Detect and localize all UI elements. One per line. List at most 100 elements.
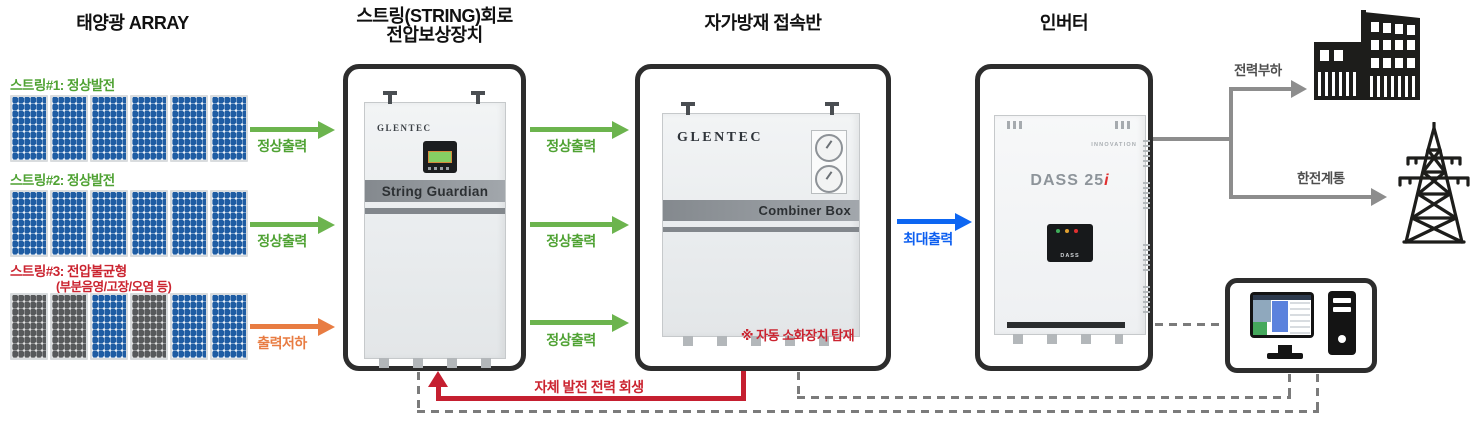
cabinet-feet [379,358,491,368]
cabinet-stripe [663,227,859,232]
guardian-title-line2: 전압보상장치 [386,25,483,45]
max-output-arrowhead [955,213,972,231]
dashboard-screen-icon [1253,295,1311,335]
grid-line [1229,195,1371,199]
solar-panel-blue [130,190,168,257]
heatsink-icon [1143,140,1150,168]
cabinet-feet [1013,334,1123,344]
mount-bolt-icon [383,91,397,104]
recovery-line-down [741,371,746,401]
solar-panel-blue [210,95,248,162]
guardian-output-arrow-3 [530,320,612,325]
load-arrowhead [1291,80,1307,98]
combiner-model-band: Combiner Box [663,200,859,221]
string-1-label: 스트링#1: 정상발전 [10,78,115,93]
combiner-brand-logo: GLENTEC [677,130,763,145]
inverter-display-icon: DASS [1047,224,1093,262]
monitoring-box [1225,278,1377,373]
heatsink-icon [1143,182,1150,210]
string-1-output-arrowhead [318,121,335,139]
comm-line-guardian-drop [417,372,420,413]
solar-panel-blue [170,190,208,257]
string-guardian-box: GLENTEC String Guardian [343,64,526,371]
pc-slot [1333,298,1351,303]
solar-panel-blue [130,95,168,162]
recovery-line-horizontal [436,396,746,401]
dashboard-tile [1272,301,1288,332]
inverter-display-brand: DASS [1060,253,1080,259]
heatsink-icon [1143,286,1150,314]
combiner-device: GLENTEC Combiner Box [662,102,860,346]
monitor-base-icon [1267,353,1303,359]
guardian-output-label-1: 정상출력 [546,138,596,154]
inverter-model-suffix: i [1104,172,1110,189]
comm-line-monitor-drop-right [1316,374,1319,413]
combiner-box: GLENTEC Combiner Box ※ 자동 소화장치 탑재 [635,64,891,371]
inverter-output-line [1153,137,1233,141]
string-3-sublabel: (부분음영/고장/오염 등) [56,280,172,294]
string-3-panels [10,293,248,360]
inverter-base [1007,322,1125,328]
string-2-arrow-label: 정상출력 [257,233,307,249]
guardian-output-arrowhead-3 [612,314,629,332]
comm-line-combiner-horizontal [797,396,1291,399]
dashboard-tile [1253,300,1271,322]
mount-bolt-icon [681,102,695,115]
guardian-output-arrow-1 [530,127,612,132]
comm-line-inverter-monitor [1155,323,1225,326]
guardian-output-label-3: 정상출력 [546,332,596,348]
monitoring-computer-icon [1250,292,1314,338]
grid-label: 한전계통 [1297,171,1345,186]
solar-panel-blue [10,190,48,257]
dashboard-header [1253,295,1311,300]
guardian-output-arrowhead-1 [612,121,629,139]
solar-panel-blue [170,95,208,162]
pressure-gauge-icon [815,134,843,162]
monitor-stand-icon [1278,345,1292,353]
mount-bolt-icon [471,91,485,104]
pc-tower-icon [1328,291,1356,355]
max-output-arrow [897,219,955,224]
array-title: 태양광 ARRAY [76,13,189,33]
cabinet-stripe [365,208,505,214]
solar-panel-blue [170,293,208,360]
pressure-gauge-icon [815,165,843,193]
guardian-brand-logo: GLENTEC [377,123,432,133]
solar-panel-blue [90,293,128,360]
solar-panel-blue [210,293,248,360]
string-1-output-arrow [250,127,318,132]
string-1-panels [10,95,248,162]
pc-power-button-icon [1338,335,1346,343]
distribution-riser-line [1229,87,1233,199]
solar-panel-blue [90,95,128,162]
guardian-title-line1: 스트링(STRING)회로 [356,6,513,26]
guardian-output-arrowhead-2 [612,216,629,234]
comm-line-monitor-drop-left [1288,374,1291,399]
comm-line-guardian-horizontal [417,410,1319,413]
string-1-arrow-label: 정상출력 [257,138,307,154]
guardian-model-band: String Guardian [365,180,505,202]
cabinet-feet [683,336,839,346]
inverter-title: 인버터 [1039,13,1089,33]
solar-panel-gray [50,293,88,360]
recovery-label: 자체 발전 전력 회생 [534,379,644,395]
recovery-arrowhead [428,371,448,387]
lcd-screen-icon [428,151,452,163]
inverter-model-logo: DASS 25i [995,172,1145,190]
guardian-title: 스트링(STRING)회로 전압보상장치 [336,7,533,45]
string-2-panels [10,190,248,257]
pc-slot [1333,307,1351,312]
inverter-box: INNOVATION DASS 25i DASS [975,64,1153,371]
transmission-tower-icon [1398,122,1470,244]
vent-icon [1007,121,1025,129]
string-2-output-arrow [250,222,318,227]
load-label: 전력부하 [1234,63,1282,78]
mount-bolt-icon [825,102,839,115]
comm-line-combiner-drop [797,372,800,399]
string-guardian-device: GLENTEC String Guardian [364,91,506,368]
solar-panel-gray [130,293,168,360]
inverter-tagline: INNOVATION [1091,142,1137,148]
solar-panel-blue [90,190,128,257]
max-output-label: 최대출력 [903,231,953,247]
guardian-output-label-2: 정상출력 [546,233,596,249]
